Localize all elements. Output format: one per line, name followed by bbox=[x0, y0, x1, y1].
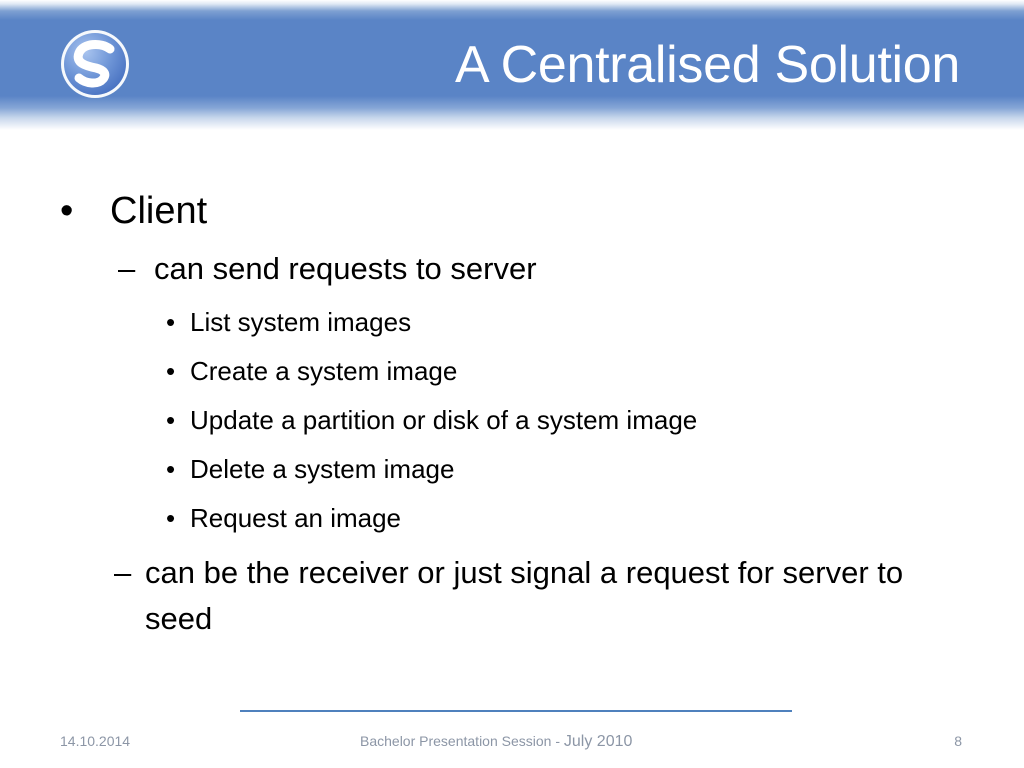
bullet-text: Client bbox=[110, 190, 208, 232]
s-logo-icon bbox=[61, 30, 129, 98]
bullet-marker: • bbox=[166, 454, 176, 484]
bullet-text: Update a partition or disk of a system i… bbox=[190, 405, 698, 435]
bullet-text: Create a system image bbox=[190, 356, 458, 386]
dash-marker: – bbox=[118, 251, 136, 286]
slide-content: • Client – can send requests to server •… bbox=[60, 190, 904, 636]
slide-title: A Centralised Solution bbox=[454, 36, 960, 94]
dash-marker: – bbox=[114, 555, 132, 590]
footer-session-label: Bachelor Presentation Session - bbox=[360, 733, 560, 749]
bullet-marker: • bbox=[166, 307, 176, 337]
bullet-marker: • bbox=[60, 190, 74, 232]
footer-date: 14.10.2014 bbox=[60, 733, 131, 749]
bullet-text: can send requests to server bbox=[154, 251, 537, 286]
bullet-text: List system images bbox=[190, 307, 412, 337]
bullet-text: Request an image bbox=[190, 503, 402, 533]
slide-header: A Centralised Solution bbox=[0, 0, 1024, 130]
footer-session-date: July 2010 bbox=[563, 733, 633, 750]
bullet-marker: • bbox=[166, 503, 176, 533]
bullet-marker: • bbox=[166, 356, 176, 386]
footer-page-number: 8 bbox=[954, 733, 962, 749]
bullet-marker: • bbox=[166, 405, 176, 435]
bullet-text: Delete a system image bbox=[190, 454, 455, 484]
footer-divider bbox=[240, 710, 792, 712]
footer-presentation-info: Bachelor Presentation Session - July 201… bbox=[360, 732, 632, 751]
bullet-text-wrapped: can be the receiver or just signal a req… bbox=[145, 555, 904, 636]
